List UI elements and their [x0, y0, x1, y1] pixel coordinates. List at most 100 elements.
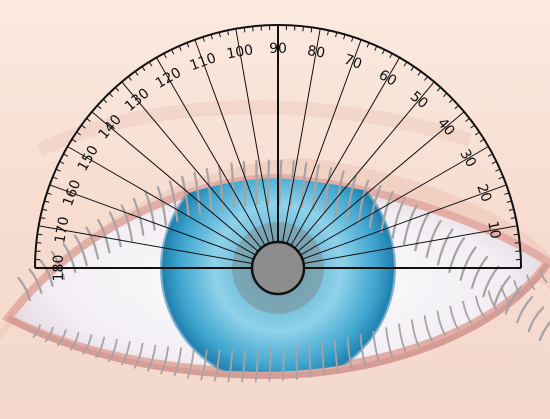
protractor-tick: [148, 61, 153, 67]
eyelash: [120, 340, 131, 366]
eyelash: [57, 329, 67, 347]
eyelash: [193, 171, 202, 215]
protractor-tick: [394, 57, 400, 66]
protractor-tick: [128, 76, 132, 81]
protractor-tick: [506, 200, 512, 203]
protractor-tick: [514, 242, 520, 244]
protractor-tick: [40, 216, 46, 220]
eyelash: [380, 190, 394, 234]
protractor-tick: [141, 66, 146, 71]
protractor-tick: [52, 176, 58, 180]
protractor-tick: [480, 146, 489, 152]
protractor-tick: [381, 49, 385, 55]
protractor-tick: [91, 111, 100, 118]
protractor-tick: [67, 146, 76, 152]
eyelash: [410, 319, 420, 348]
eyelash: [402, 204, 418, 245]
protractor-tick: [504, 192, 510, 195]
eyelash: [527, 306, 545, 333]
eyelash: [147, 344, 157, 372]
eyelash: [487, 290, 498, 311]
protractor-label: 30: [456, 147, 479, 170]
protractor-label: 100: [225, 42, 254, 62]
protractor-ray: [127, 88, 262, 249]
lower-eyelashes: [32, 269, 548, 383]
protractor-ray: [294, 88, 429, 249]
protractor-tick: [508, 208, 514, 211]
pupil: [250, 240, 306, 296]
protractor-tick: [326, 30, 330, 36]
protractor-ray: [282, 37, 320, 243]
protractor-tick: [442, 92, 448, 98]
eyelash: [168, 180, 179, 223]
protractor-rays: [47, 25, 509, 264]
protractor-tick: [108, 92, 114, 98]
protractor-label: 10: [484, 220, 503, 240]
protractor-tick: [343, 34, 346, 40]
eyelash: [516, 296, 534, 324]
eyelash: [346, 174, 357, 220]
eyelash: [213, 349, 221, 382]
protractor-tick: [470, 124, 475, 129]
protractor-ray: [197, 47, 270, 244]
eyelash: [133, 342, 144, 369]
eyelash: [425, 219, 442, 259]
eyelash: [398, 323, 407, 353]
protractor-tick: [374, 45, 378, 51]
protractor-tick: [495, 168, 501, 172]
eyelash: [368, 184, 382, 229]
eyelash: [156, 185, 168, 227]
protractor-tick: [194, 39, 199, 49]
protractor-tick: [171, 49, 175, 55]
eyelash: [50, 251, 66, 280]
eyelash: [372, 330, 380, 362]
eyelash: [493, 275, 511, 306]
eyelash: [62, 242, 77, 273]
protractor-tick: [243, 27, 246, 33]
protractor-tick: [44, 200, 50, 203]
eyelash: [474, 295, 485, 318]
protractor-tick: [49, 184, 59, 189]
protractor-tick: [465, 118, 470, 122]
protractor-tick: [318, 28, 321, 38]
protractor-tick: [454, 105, 459, 110]
eyelash: [69, 331, 80, 351]
eyelash: [539, 269, 548, 283]
protractor-label: 90: [269, 41, 287, 57]
eyelash: [436, 310, 447, 337]
eyelash: [423, 314, 433, 343]
eyelash: [82, 334, 93, 355]
eyelash: [449, 305, 460, 331]
eyelash: [513, 279, 523, 297]
eyelash: [85, 226, 100, 260]
protractor-tick: [59, 161, 65, 165]
eyelash: [230, 162, 236, 208]
protractor-ray: [160, 65, 266, 246]
eyelash: [308, 344, 312, 378]
protractor-tick: [389, 53, 393, 59]
protractor-tick: [115, 87, 120, 92]
protractor-tick: [498, 176, 504, 180]
eyelash: [241, 349, 247, 383]
eyelash: [73, 234, 88, 267]
protractor-tick: [428, 81, 435, 90]
eyelash: [500, 285, 511, 304]
protractor-tick: [218, 32, 221, 38]
protractor-tick: [63, 153, 69, 157]
protractor-tick: [357, 39, 362, 49]
protractor-tick: [235, 28, 238, 38]
protractor-tick: [76, 131, 81, 136]
eyelash: [227, 349, 234, 383]
eyelash: [44, 326, 54, 343]
protractor-tick: [448, 98, 454, 104]
eyelash: [268, 348, 272, 383]
eyelash: [385, 327, 394, 358]
eyelash: [200, 349, 208, 381]
protractor-tick: [102, 98, 108, 104]
protractor-label: 60: [376, 67, 399, 90]
protractor-tick: [487, 153, 493, 157]
protractor-tick: [42, 208, 48, 211]
protractor-ray: [236, 37, 274, 243]
